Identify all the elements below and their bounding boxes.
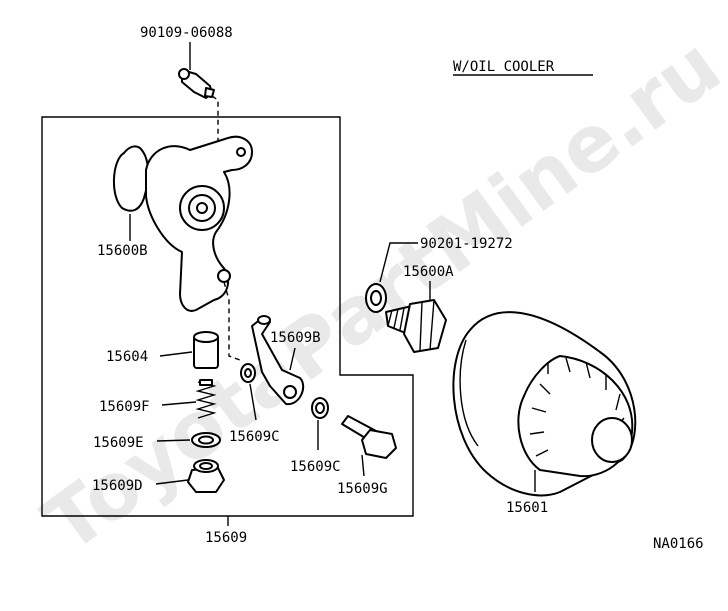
gasket-15609C-right — [311, 397, 329, 419]
figure-ref-code: NA0166 — [653, 536, 704, 552]
leader-15604 — [159, 351, 193, 357]
label-15609: 15609 — [205, 530, 247, 546]
oil-filter-union — [385, 299, 447, 353]
label-15609C-left: 15609C — [229, 429, 280, 445]
leader-90201 — [379, 242, 418, 283]
label-15609C-right: 15609C — [290, 459, 341, 475]
gasket-15609E — [191, 432, 221, 448]
leader-15609B — [289, 347, 296, 371]
label-15609G: 15609G — [337, 481, 388, 497]
leader-15609G — [361, 454, 365, 477]
oil-pipe-union — [251, 315, 305, 406]
dashed-leader-relief — [223, 281, 241, 361]
union-bolt — [341, 415, 397, 459]
assembly-frame — [41, 116, 414, 517]
label-15609F: 15609F — [99, 399, 150, 415]
label-15600B: 15600B — [97, 243, 148, 259]
label-15601: 15601 — [506, 500, 548, 516]
dashed-leader-sensor — [211, 95, 219, 142]
oil-filter-bracket — [112, 135, 253, 312]
relief-spring — [195, 379, 217, 419]
leader-15609C-left — [249, 383, 257, 421]
label-15609D: 15609D — [92, 478, 143, 494]
leader-15609D — [155, 479, 189, 485]
relief-valve — [193, 331, 219, 369]
leader-15609F — [161, 401, 197, 406]
label-90201-19272: 90201-19272 — [420, 236, 513, 252]
gasket-90201 — [365, 283, 387, 313]
label-15609B: 15609B — [270, 330, 321, 346]
oil-pressure-switch — [178, 68, 215, 99]
gasket-15609C-left — [240, 363, 256, 383]
section-title: W/OIL COOLER — [453, 59, 555, 75]
oil-filter — [452, 311, 637, 497]
label-15604: 15604 — [106, 349, 148, 365]
plug-15609D — [187, 459, 225, 493]
leader-15609E — [156, 439, 191, 442]
label-90109-06088: 90109-06088 — [140, 25, 233, 41]
label-15600A: 15600A — [403, 264, 454, 280]
label-15609E: 15609E — [93, 435, 144, 451]
